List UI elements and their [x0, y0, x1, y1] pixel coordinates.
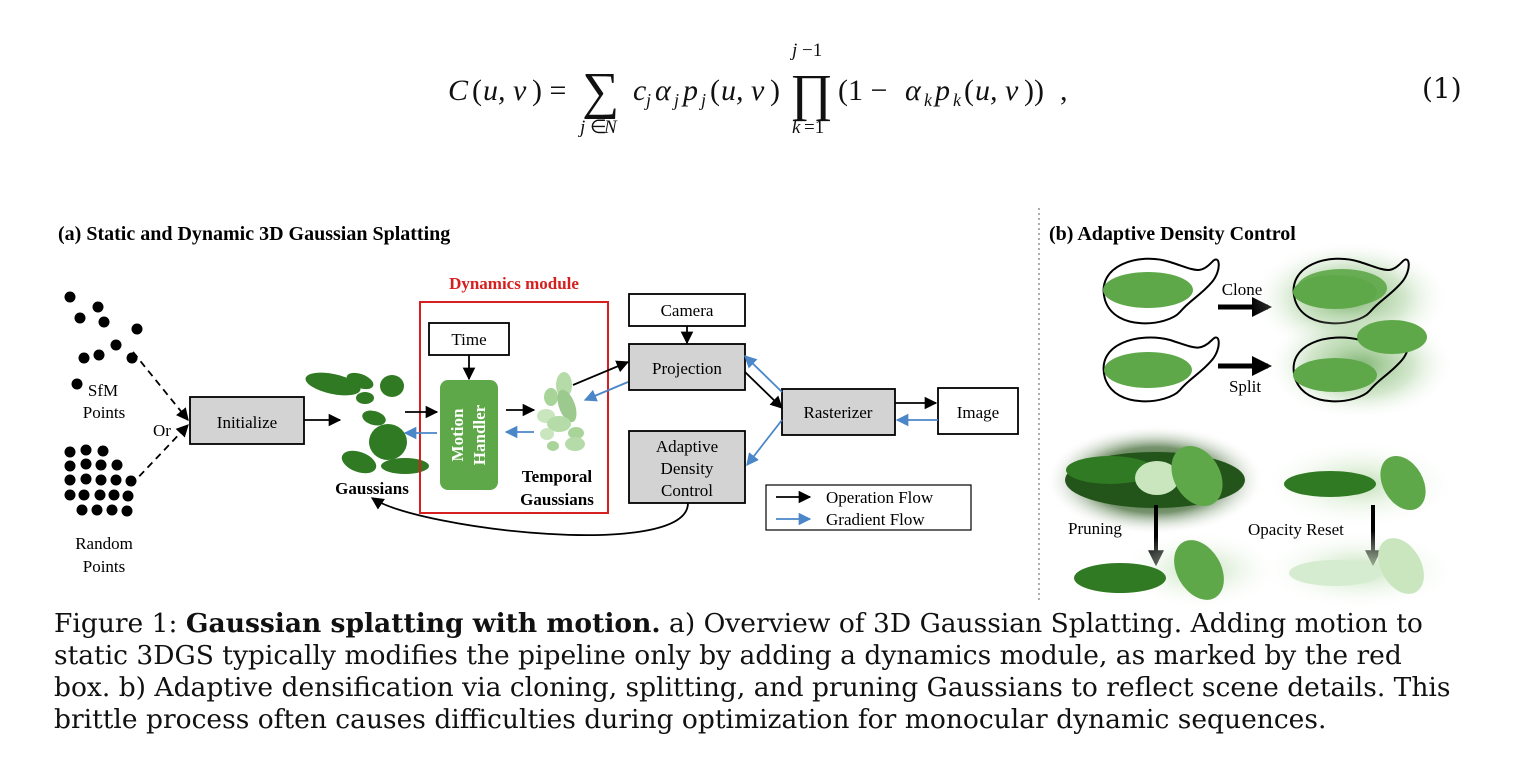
- sfm-label-2: Points: [83, 403, 126, 422]
- projection-to-temporal-grad: [583, 381, 629, 402]
- svg-text:u, v: u, v: [483, 74, 527, 107]
- svg-text:(: (: [964, 74, 974, 107]
- svg-text:(: (: [710, 74, 720, 107]
- caption-text: a) Overview of 3D Gaussian Splatting. Ad…: [54, 608, 1451, 735]
- svg-text:c: c: [633, 74, 646, 107]
- svg-text:,: ,: [1060, 74, 1068, 107]
- temporal-label-1: Temporal: [522, 467, 592, 486]
- svg-text:k: k: [953, 90, 962, 110]
- figure: (a) Static and Dynamic 3D Gaussian Splat…: [58, 208, 1460, 610]
- motion-handler-label-2: Handler: [470, 404, 489, 465]
- svg-text:) =: ) =: [532, 74, 566, 107]
- adc-box: [628, 430, 746, 504]
- svg-text:∏: ∏: [790, 65, 833, 122]
- split-label: Split: [1229, 377, 1261, 396]
- pruning-label: Pruning: [1068, 519, 1122, 538]
- projection-to-rasterizer-arrow: [744, 371, 783, 409]
- svg-text:j: j: [577, 117, 585, 138]
- dynamics-module-label: Dynamics module: [449, 274, 579, 293]
- camera-box: [628, 293, 746, 327]
- dynamics-module-box: [419, 301, 609, 514]
- time-label: Time: [451, 330, 486, 349]
- rasterizer-label: Rasterizer: [804, 403, 873, 422]
- figure-caption: Figure 1: Gaussian splatting with motion…: [54, 608, 1464, 736]
- temporal-to-projection-arrow: [572, 360, 630, 386]
- svg-text:p: p: [681, 74, 698, 107]
- svg-text:(1 −: (1 −: [838, 74, 887, 107]
- equation: C ( u, v ) = ∑ j ∈ N c j α j p j ( u, v …: [448, 40, 1068, 138]
- svg-text:u, v: u, v: [975, 74, 1019, 107]
- sfm-to-init-arrow: [132, 351, 189, 421]
- svg-text:p: p: [933, 74, 950, 107]
- random-points: [64, 444, 137, 517]
- random-to-init-arrow: [130, 424, 189, 486]
- opacity-reset-after: [1260, 530, 1460, 610]
- rasterizer-box: [781, 388, 896, 436]
- svg-text:α: α: [905, 74, 922, 107]
- svg-text:j: j: [672, 90, 679, 110]
- svg-text:u, v: u, v: [721, 74, 765, 107]
- camera-label: Camera: [661, 301, 714, 320]
- caption-prefix: Figure 1:: [54, 608, 186, 639]
- random-label-2: Points: [83, 557, 126, 576]
- svg-text:=1: =1: [804, 117, 824, 138]
- svg-text:∈: ∈: [590, 117, 607, 138]
- svg-text:(: (: [472, 74, 482, 107]
- initialize-box: [189, 396, 305, 445]
- clone-before: [1102, 257, 1220, 325]
- panel-b-title: (b) Adaptive Density Control: [1049, 223, 1296, 245]
- rasterizer-to-projection-grad: [744, 355, 783, 393]
- rasterizer-to-adc-grad: [746, 419, 783, 466]
- sfm-points: [64, 291, 143, 390]
- svg-text:−1: −1: [802, 40, 822, 61]
- projection-box: [628, 343, 746, 391]
- image-label: Image: [957, 403, 999, 422]
- caption-bold: Gaussian splatting with motion.: [185, 608, 661, 639]
- gaussians-label: Gaussians: [335, 479, 409, 498]
- motion-handler-label-1: Motion: [448, 408, 467, 461]
- adc-to-gaussians-arrow: [370, 497, 689, 536]
- svg-text:N: N: [603, 117, 618, 138]
- temporal-gaussians-cluster: [537, 372, 585, 451]
- svg-text:α: α: [655, 74, 672, 107]
- svg-text:C: C: [448, 74, 469, 107]
- panel-a-title: (a) Static and Dynamic 3D Gaussian Splat…: [58, 223, 450, 245]
- svg-text:)): )): [1024, 74, 1044, 107]
- image-box: [937, 387, 1019, 435]
- split-before: [1102, 336, 1220, 403]
- svg-text:k: k: [924, 90, 933, 110]
- sfm-label-1: SfM: [88, 381, 118, 400]
- svg-text:j: j: [699, 90, 706, 110]
- legend-gradient-label: Gradient Flow: [826, 510, 925, 529]
- random-label-1: Random: [75, 534, 133, 553]
- time-box: [428, 322, 510, 356]
- gaussians-cluster: [305, 372, 429, 474]
- projection-label: Projection: [652, 359, 722, 378]
- legend-operation-label: Operation Flow: [826, 488, 934, 507]
- adc-label-2: Density: [661, 459, 714, 478]
- or-label: Or: [153, 421, 171, 440]
- adc-label-1: Adaptive: [656, 437, 718, 456]
- svg-text:): ): [770, 74, 780, 107]
- motion-handler-box: [440, 380, 498, 490]
- opacity-reset-before: [1260, 439, 1460, 529]
- svg-text:j: j: [644, 90, 651, 110]
- svg-text:∑: ∑: [582, 63, 619, 120]
- pruning-before: [1045, 425, 1265, 535]
- pruning-after: [1074, 530, 1280, 610]
- initialize-label: Initialize: [217, 413, 277, 432]
- svg-text:j: j: [789, 40, 797, 61]
- split-after: [1265, 310, 1455, 420]
- equation-number: (1): [1422, 72, 1462, 105]
- adc-label-3: Control: [661, 481, 713, 500]
- svg-text:k: k: [792, 117, 801, 138]
- temporal-label-2: Gaussians: [520, 490, 594, 509]
